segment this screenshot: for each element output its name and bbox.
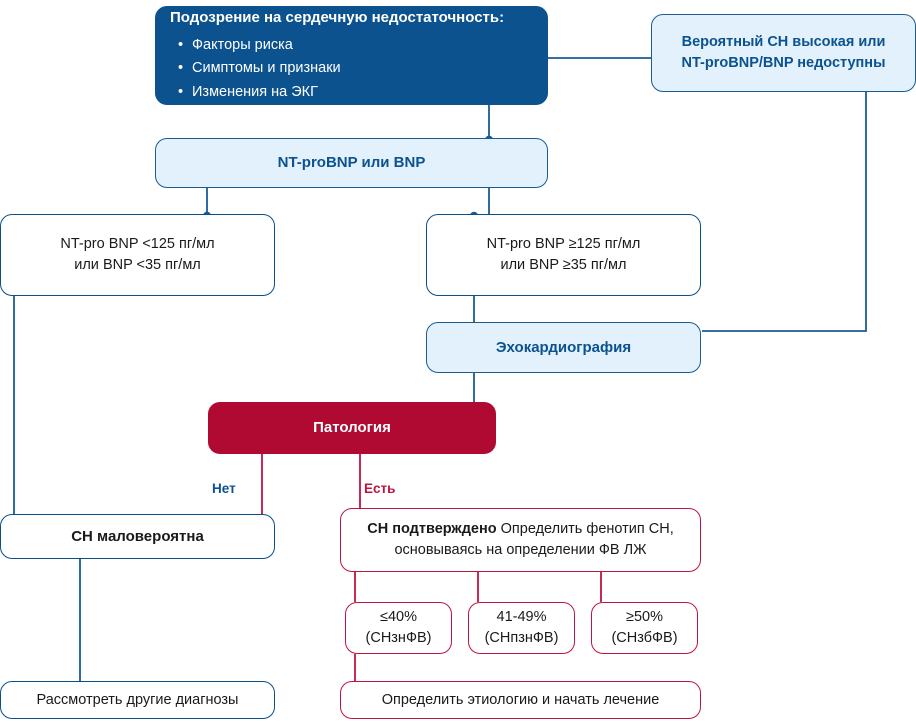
biomarker-test-label: NT-proBNP или BNP — [277, 154, 426, 172]
ef-preserved-line2: (СНзбФВ) — [611, 630, 678, 646]
node-hf-confirmed[interactable]: СН подтверждено Определить фенотип СН, о… — [340, 508, 701, 572]
ef-preserved-line1: ≥50% — [626, 609, 663, 626]
node-result-high[interactable]: NT-pro BNP ≥125 пг/мл или BNP ≥35 пг/мл — [426, 214, 701, 296]
suspicion-heading: Подозрение на сердечную недостаточность: — [170, 8, 505, 26]
ef-reduced-line1: ≤40% — [380, 609, 417, 626]
hf-confirmed-line2: основываясь на определении ФВ ЛЖ — [394, 542, 647, 558]
list-item: Симптомы и признаки — [178, 57, 533, 81]
ef-reduced-line2: (СНзнФВ) — [365, 630, 432, 646]
high-probability-line2: NT-proBNP/BNP недоступны — [681, 55, 886, 71]
list-item: Факторы риска — [178, 33, 533, 57]
ef-mid-line1: 41-49% — [496, 609, 547, 626]
node-biomarker-test[interactable]: NT-proBNP или BNP — [155, 138, 548, 188]
list-item: Изменения на ЭКГ — [178, 80, 533, 104]
ef-mid-line2: (СНпзнФВ) — [484, 630, 559, 646]
suspicion-bullet-list: Факторы риска Симптомы и признаки Измене… — [170, 33, 533, 104]
node-ef-reduced[interactable]: ≤40% (СНзнФВ) — [345, 602, 452, 654]
node-echocardiography[interactable]: Эхокардиография — [426, 322, 701, 373]
hf-confirmed-bold: СН подтверждено — [367, 521, 497, 538]
hf-confirmed-rest: Определить фенотип СН, — [496, 521, 674, 538]
echocardiography-label: Эхокардиография — [495, 338, 632, 356]
other-diagnoses-label: Рассмотреть другие диагнозы — [36, 691, 239, 708]
node-hf-unlikely[interactable]: СН маловероятна — [0, 514, 275, 559]
result-high-line2: или BNP ≥35 пг/мл — [500, 257, 627, 273]
node-suspicion[interactable]: Подозрение на сердечную недостаточность:… — [155, 6, 548, 105]
wire-highprob-to-echo — [702, 92, 867, 332]
node-etiology-treatment[interactable]: Определить этиологию и начать лечение — [340, 681, 701, 719]
hf-unlikely-label: СН маловероятна — [71, 527, 204, 545]
node-other-diagnoses[interactable]: Рассмотреть другие диагнозы — [0, 681, 275, 719]
result-low-line2: или BNP <35 пг/мл — [74, 257, 201, 273]
result-low-line1: NT-pro BNP <125 пг/мл — [60, 236, 215, 253]
node-high-probability[interactable]: Вероятный СН высокая или NT-proBNP/BNP н… — [651, 14, 916, 92]
node-ef-preserved[interactable]: ≥50% (СНзбФВ) — [591, 602, 698, 654]
result-high-line1: NT-pro BNP ≥125 пг/мл — [486, 236, 641, 253]
node-pathology[interactable]: Патология — [208, 402, 496, 454]
node-result-low[interactable]: NT-pro BNP <125 пг/мл или BNP <35 пг/мл — [0, 214, 275, 296]
pathology-label: Патология — [313, 419, 391, 437]
branch-label-yes: Есть — [364, 481, 396, 496]
node-ef-mid[interactable]: 41-49% (СНпзнФВ) — [468, 602, 575, 654]
high-probability-line1: Вероятный СН высокая или — [681, 34, 886, 51]
branch-label-no: Нет — [212, 481, 236, 496]
etiology-treatment-label: Определить этиологию и начать лечение — [381, 691, 660, 708]
